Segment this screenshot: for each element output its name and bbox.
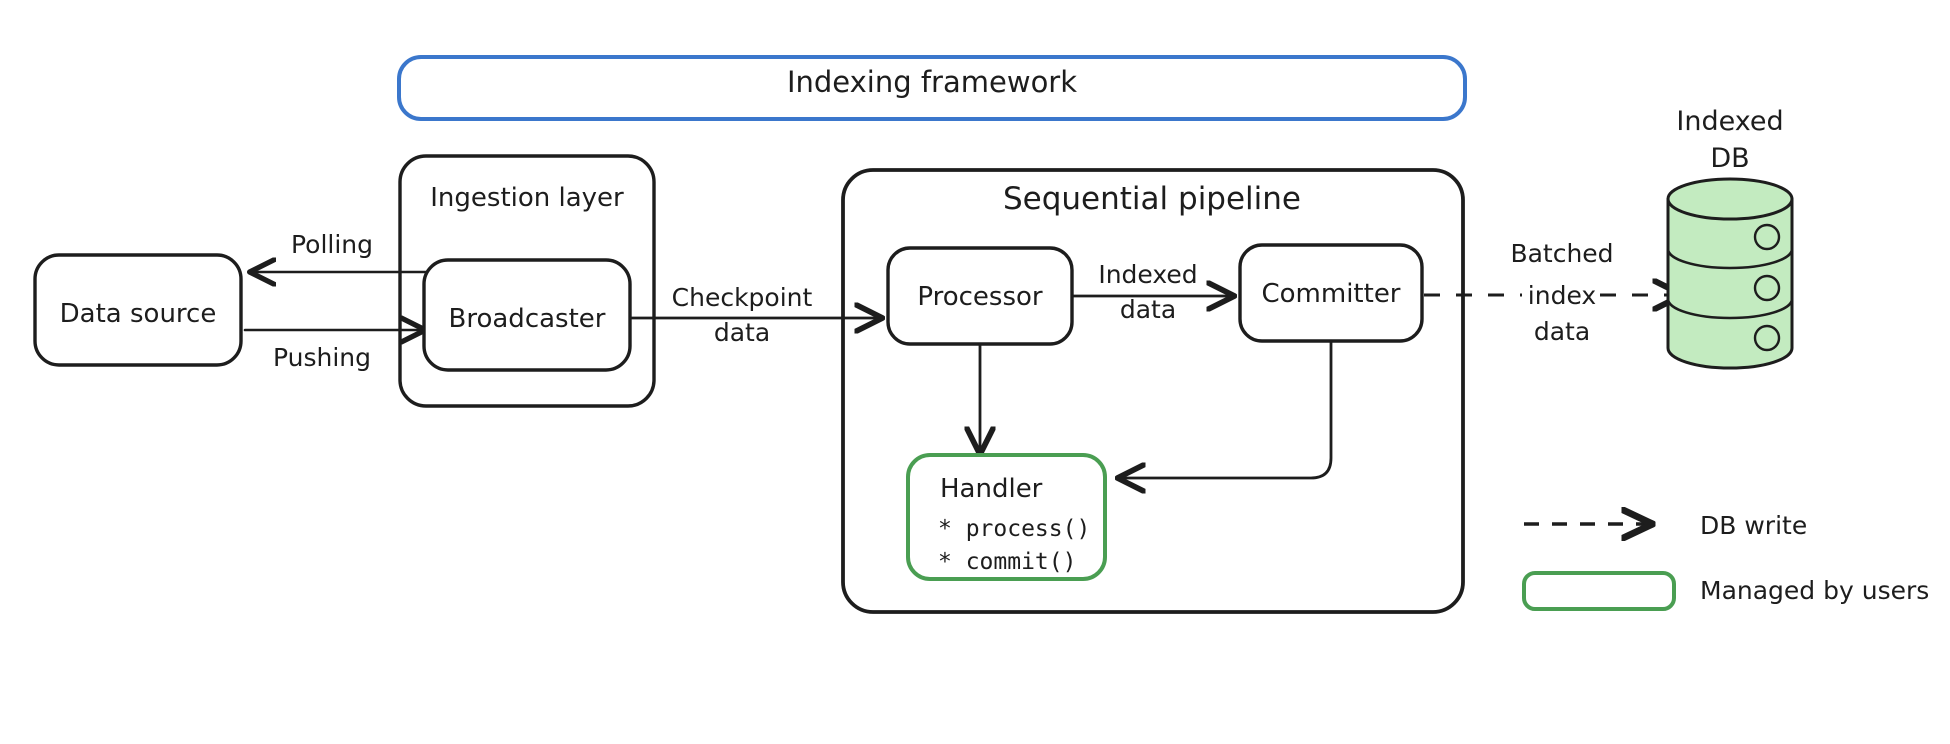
handler-method-process: * process() — [938, 516, 1090, 542]
processor-label: Processor — [917, 282, 1043, 312]
edge-checkpoint-data: Checkpoint data — [628, 283, 880, 347]
indexed-db-cylinder-top — [1666, 177, 1794, 221]
legend-managed-by-users-label: Managed by users — [1700, 576, 1929, 605]
framework-banner-outline — [397, 55, 1467, 121]
data-source-box[interactable] — [33, 253, 243, 367]
edge-polling: Polling — [252, 230, 432, 272]
legend-rounded-rect-icon — [1522, 571, 1676, 611]
indexed-db-label-line1: Indexed — [1676, 106, 1783, 137]
legend-db-write-label: DB write — [1700, 511, 1807, 540]
broadcaster-label: Broadcaster — [449, 304, 606, 334]
edge-pushing: Pushing — [243, 330, 423, 372]
framework-banner-label: Indexing framework — [787, 65, 1077, 99]
committer-label: Committer — [1261, 279, 1400, 309]
edge-indexed-data: Indexed data — [1070, 260, 1232, 324]
node-broadcaster[interactable]: Broadcaster — [422, 258, 632, 372]
indexed-db-band-indicator-1 — [1753, 223, 1781, 251]
legend-item-db-write: DB write — [1524, 511, 1807, 540]
ingestion-layer-label: Ingestion layer — [430, 183, 624, 213]
node-data-source[interactable]: Data source — [33, 253, 243, 367]
handler-box[interactable] — [906, 453, 1107, 581]
indexed-data-label-line1: Indexed — [1098, 260, 1197, 289]
sequential-pipeline-label: Sequential pipeline — [1003, 181, 1301, 217]
handler-method-commit: * commit() — [938, 549, 1076, 575]
edge-batched-index-data: Batched index data — [1424, 239, 1680, 346]
batched-index-data-label-line3: data — [1534, 317, 1590, 346]
indexed-db-band-indicator-2 — [1753, 274, 1781, 302]
indexed-data-label-line2: data — [1120, 295, 1176, 324]
indexed-db[interactable]: Indexed DB — [1666, 106, 1794, 370]
pushing-label: Pushing — [273, 343, 371, 372]
batched-index-data-label-line2: index — [1528, 281, 1596, 310]
committer-to-handler-path — [1120, 339, 1333, 478]
checkpoint-data-label-line1: Checkpoint — [672, 283, 813, 312]
node-committer[interactable]: Committer — [1238, 243, 1424, 343]
broadcaster-box[interactable] — [422, 258, 632, 372]
indexed-db-cylinder-body — [1666, 197, 1794, 370]
edge-committer-to-handler — [1120, 339, 1333, 478]
indexed-db-band-divider-1 — [1666, 248, 1794, 270]
checkpoint-data-label-line2: data — [714, 318, 770, 347]
polling-label: Polling — [291, 230, 373, 259]
batched-index-data-label-line1: Batched — [1510, 239, 1613, 268]
node-handler[interactable]: Handler * process() * commit() — [906, 453, 1107, 581]
node-processor[interactable]: Processor — [886, 246, 1074, 346]
handler-label: Handler — [940, 474, 1043, 504]
indexed-db-band-divider-2 — [1666, 298, 1794, 320]
legend-item-managed-by-users: Managed by users — [1522, 571, 1929, 611]
data-source-label: Data source — [60, 299, 217, 329]
legend: DB write Managed by users — [1522, 511, 1929, 611]
indexed-db-label-line2: DB — [1710, 143, 1749, 174]
framework-banner: Indexing framework — [397, 55, 1467, 121]
indexed-db-band-indicator-3 — [1753, 324, 1781, 352]
